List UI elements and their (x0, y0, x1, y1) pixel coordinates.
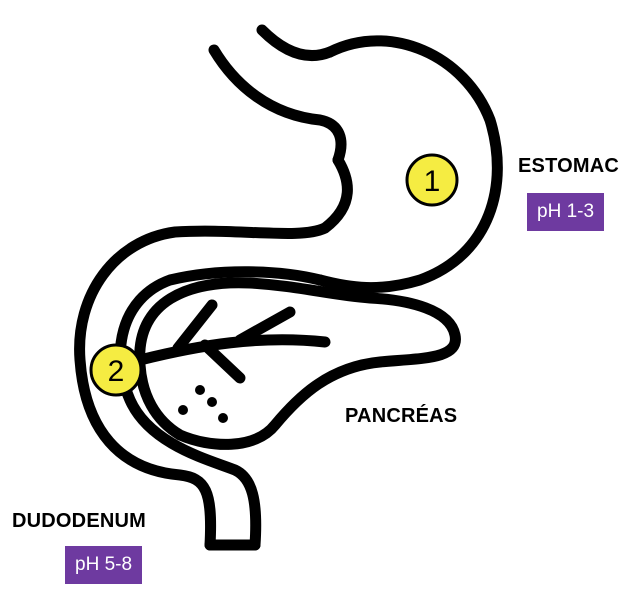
pancreas-dot (207, 397, 217, 407)
duodenum-ph-badge: pH 5-8 (65, 546, 142, 584)
pancreatic-duct (140, 340, 325, 360)
pancreas-label: PANCRÉAS (345, 405, 457, 428)
esophagus-outline-left (214, 50, 341, 160)
marker-1-number: 1 (424, 165, 441, 198)
pancreas-dot (178, 405, 188, 415)
stomach-outline (320, 41, 497, 288)
stomach-label: ESTOMAC (518, 155, 619, 178)
esophagus-outline-right (262, 30, 330, 56)
marker-2-number: 2 (108, 355, 125, 388)
stomach-ph-badge: pH 1-3 (527, 193, 604, 231)
pancreas-dot (218, 413, 228, 423)
duct-branch-2 (205, 345, 240, 378)
pancreas-dot (195, 385, 205, 395)
marker-1: 1 (407, 155, 457, 205)
duodenum-label: DUDODENUM (12, 510, 146, 533)
marker-2: 2 (91, 345, 141, 395)
